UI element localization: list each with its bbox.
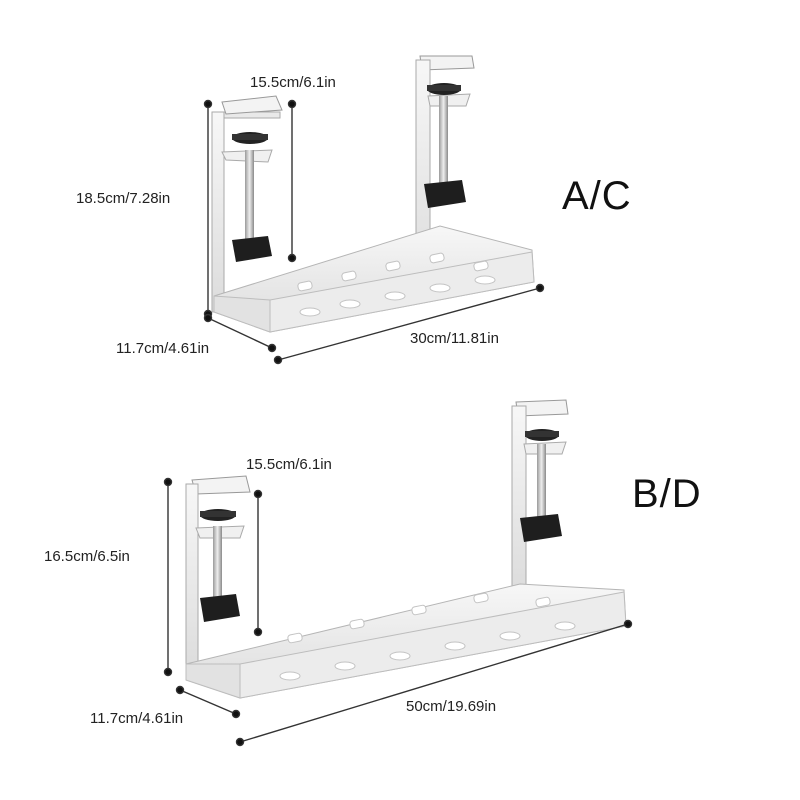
top-height-label: 18.5cm/7.28in	[76, 190, 171, 207]
tray-body	[213, 225, 535, 333]
bottom-length-label: 50cm/19.69in	[406, 698, 497, 715]
right-bracket	[511, 399, 569, 593]
left-bracket	[211, 95, 283, 313]
bottom-width-label: 11.7cm/4.61in	[90, 710, 184, 727]
top-variant-label: A/C	[562, 174, 632, 218]
bottom-variant-label: B/D	[632, 472, 702, 516]
bottom-depth-label: 15.5cm/6.1in	[246, 456, 332, 473]
tray-bd	[163, 399, 633, 747]
top-width-label: 11.7cm/4.61in	[116, 340, 210, 357]
dimension-lines	[203, 99, 545, 365]
left-bracket	[185, 475, 251, 675]
top-depth-label: 15.5cm/6.1in	[250, 74, 336, 91]
tray-body	[185, 583, 627, 699]
dimension-lines	[163, 477, 633, 747]
tray-ac	[203, 55, 545, 365]
top-length-label: 30cm/11.81in	[410, 330, 499, 347]
bottom-height-label: 16.5cm/6.5in	[44, 548, 130, 565]
